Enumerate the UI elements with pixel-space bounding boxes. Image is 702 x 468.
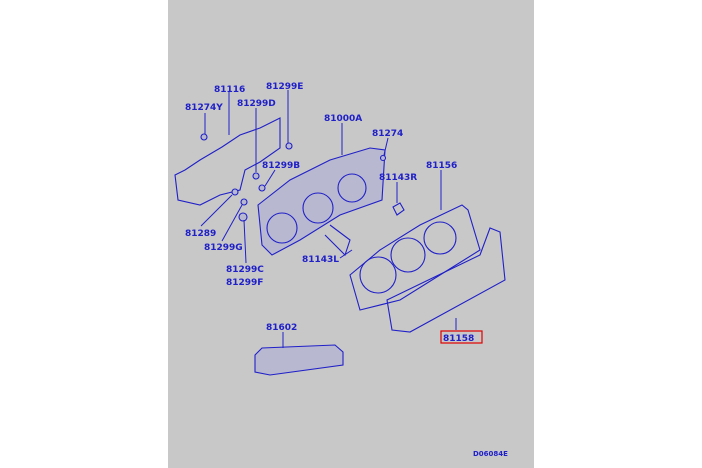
label-81299D: 81299D: [237, 99, 276, 109]
label-81274Y: 81274Y: [185, 103, 223, 113]
glass-81158: [386, 227, 506, 333]
label-81000A: 81000A: [324, 114, 362, 124]
label-81289: 81289: [185, 229, 216, 239]
label-81602: 81602: [266, 323, 297, 333]
highlight-box: [440, 330, 483, 344]
case-opening: [423, 221, 457, 255]
screw-81274Y: [200, 133, 208, 141]
case-opening: [359, 256, 397, 294]
bulb-81299G: [240, 198, 248, 206]
label-81158[interactable]: 81158: [443, 334, 474, 344]
label-81143L: 81143L: [302, 255, 339, 265]
bulb-81299E: [285, 142, 293, 150]
meter-assembly-81000A: [257, 147, 386, 256]
diagram-code: D06084E: [473, 450, 508, 458]
label-81156: 81156: [426, 161, 457, 171]
label-81299E: 81299E: [266, 82, 303, 92]
label-81116: 81116: [214, 85, 245, 95]
circuit-board-81116: [174, 117, 281, 206]
bulb-81299C: [238, 212, 248, 222]
label-81274: 81274: [372, 129, 403, 139]
leader-lines: [200, 90, 457, 348]
case-opening: [390, 237, 426, 273]
gauge: [266, 212, 298, 244]
bulb-81299D: [252, 172, 260, 180]
label-81299C: 81299C: [226, 265, 264, 275]
label-81143R: 81143R: [379, 173, 417, 183]
bulb-81299B: [258, 184, 266, 192]
switch-81602: [254, 344, 344, 376]
bulb-81289: [231, 188, 239, 196]
bracket-81143L: [324, 224, 351, 257]
cluster-case-81156: [349, 204, 481, 311]
label-81299B: 81299B: [262, 161, 300, 171]
label-81299G: 81299G: [204, 243, 243, 253]
gauge: [337, 173, 367, 203]
gauge: [302, 192, 334, 224]
diagram-panel: [168, 0, 534, 468]
label-81299F: 81299F: [226, 278, 263, 288]
bracket-81143R: [392, 202, 405, 216]
screw-81274: [379, 154, 387, 162]
